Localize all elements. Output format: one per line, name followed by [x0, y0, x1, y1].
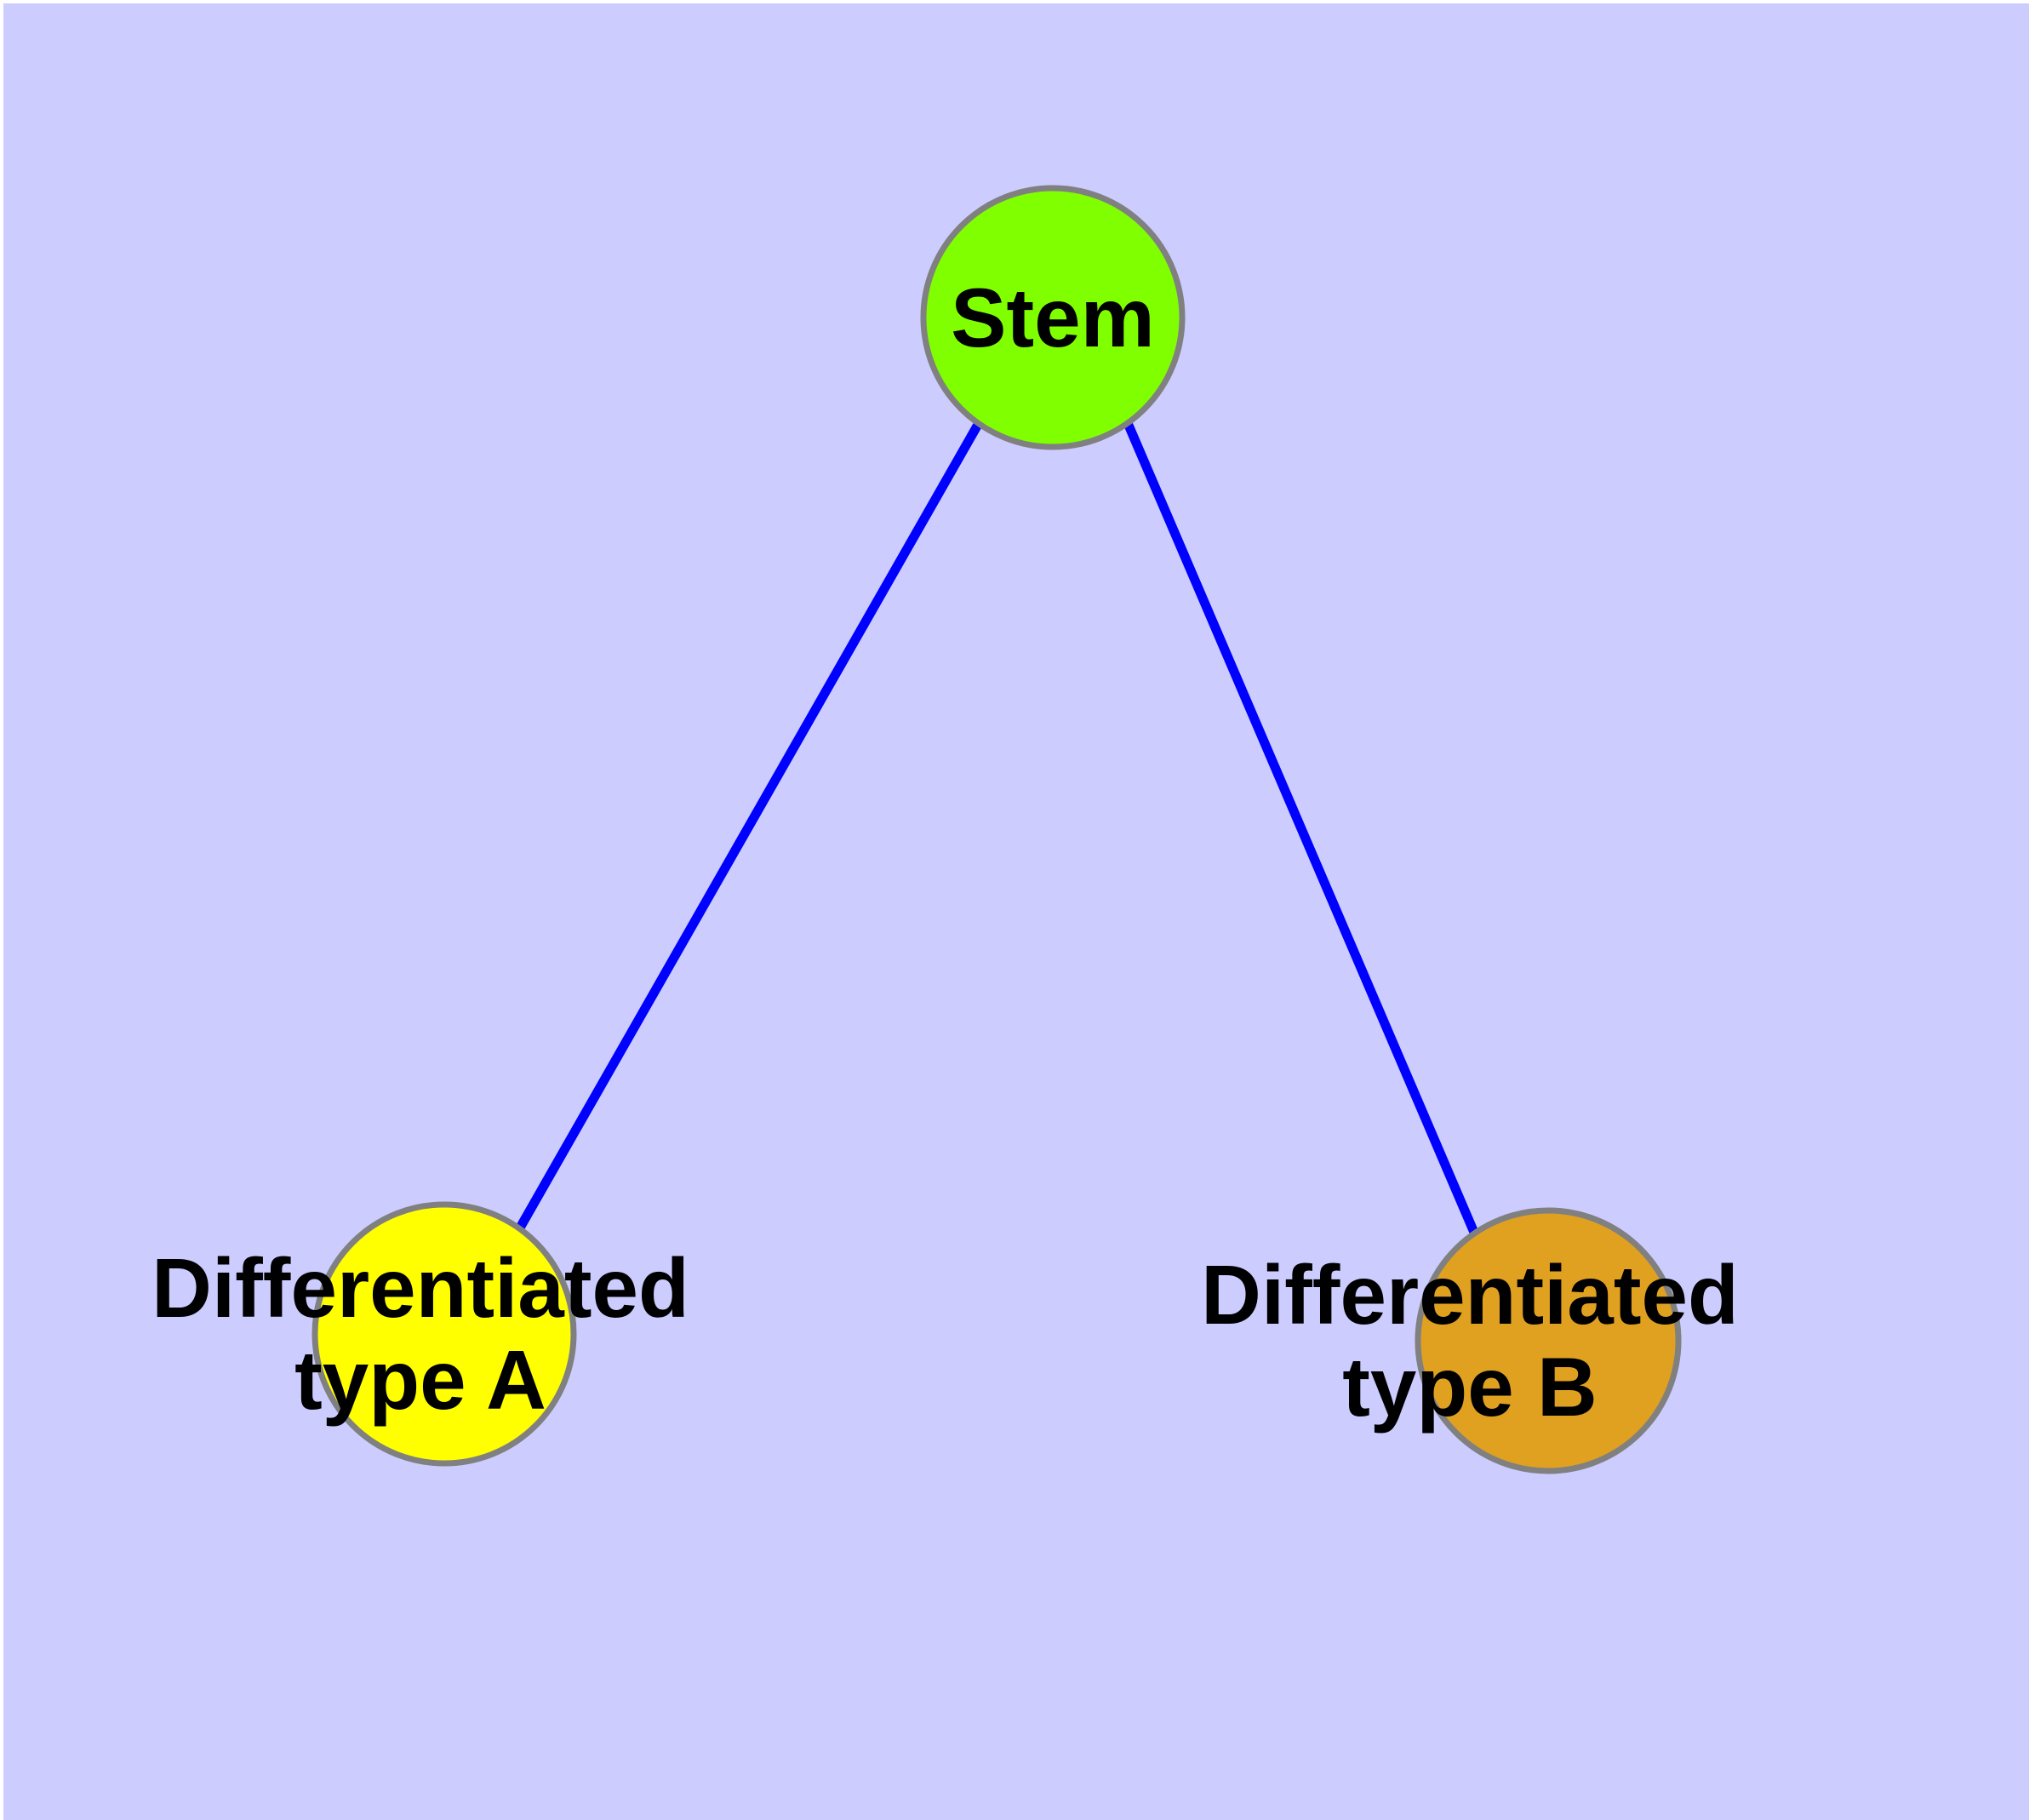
node-label-line: Stem [951, 271, 1155, 364]
edges-layer [515, 421, 1480, 1237]
node-label-line: Differentiated [151, 1241, 689, 1335]
node-label-line: type A [294, 1333, 546, 1427]
node-diff-b[interactable] [1415, 1207, 1682, 1474]
edge-stem-to-diff-a [515, 421, 983, 1232]
node-stem[interactable] [920, 185, 1186, 450]
nodes-layer [311, 185, 1682, 1474]
node-label-line: Differentiated [1201, 1248, 1739, 1342]
node-diff-a[interactable] [311, 1201, 577, 1467]
edge-stem-to-diff-b [1123, 421, 1480, 1237]
node-label-line: type B [1342, 1340, 1597, 1434]
node-label-stem: Stem [951, 271, 1155, 364]
